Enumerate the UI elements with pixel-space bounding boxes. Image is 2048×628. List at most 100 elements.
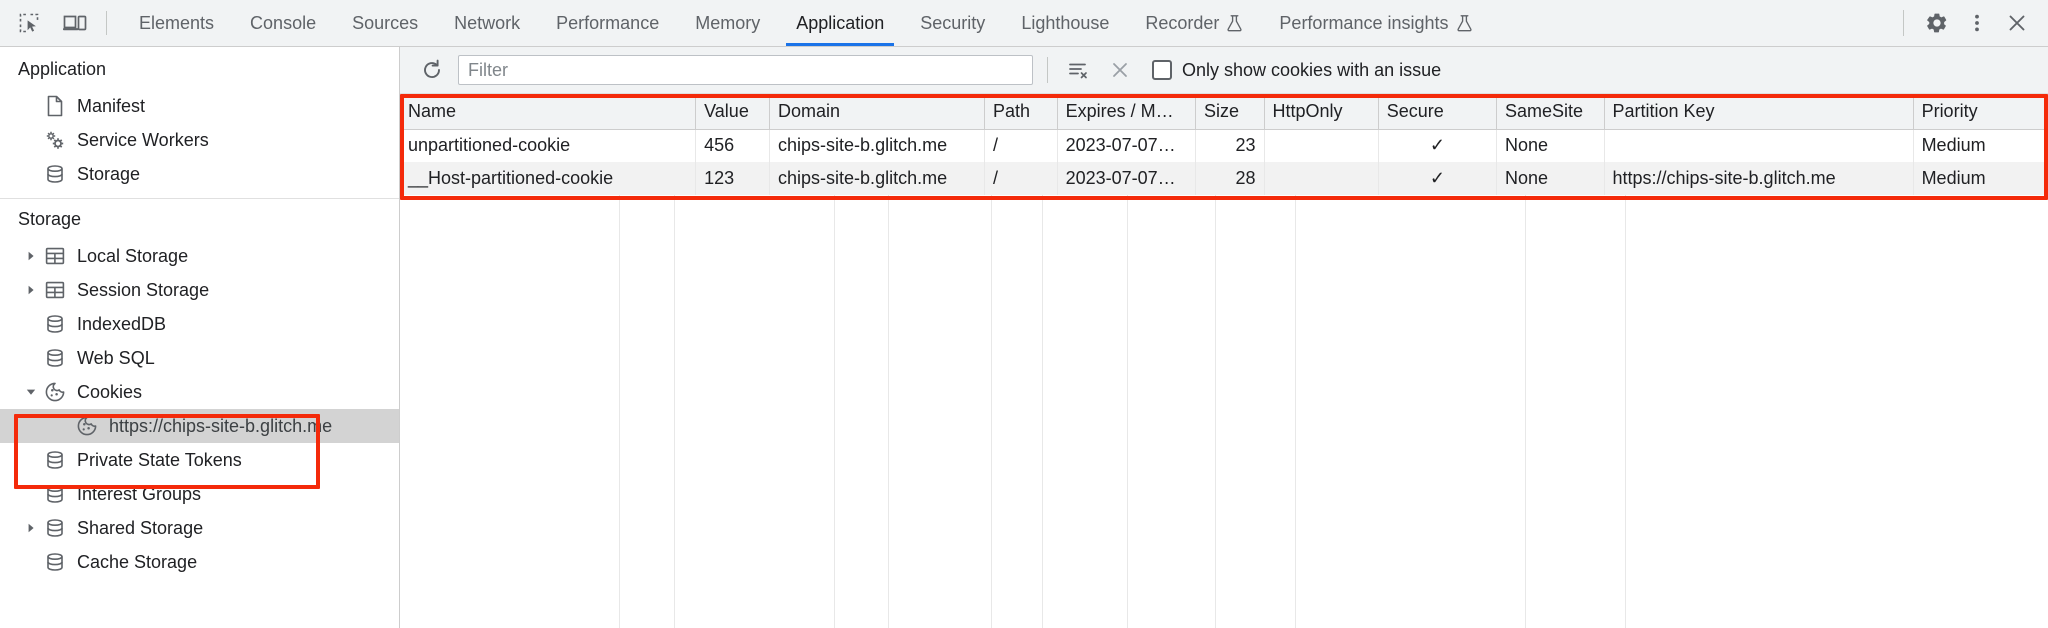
column-header-name[interactable]: Name (400, 94, 697, 130)
chevron-right-icon[interactable] (20, 522, 42, 534)
tab-network[interactable]: Network (436, 0, 538, 46)
table-icon (42, 245, 68, 267)
sidebar-item-session-storage[interactable]: Session Storage (0, 273, 399, 307)
empty-column-rule (835, 195, 889, 628)
tab-memory[interactable]: Memory (677, 0, 778, 46)
sidebar-item-interest-groups[interactable]: Interest Groups (0, 477, 399, 511)
column-header-value[interactable]: Value (695, 94, 771, 130)
column-header-samesite[interactable]: SameSite (1496, 94, 1605, 130)
cookies-toolbar: Only show cookies with an issue (400, 47, 2048, 94)
clear-list-icon[interactable] (1062, 54, 1094, 86)
sidebar-item-manifest[interactable]: Manifest (0, 89, 399, 123)
cell-httponly (1264, 162, 1379, 195)
database-icon (42, 163, 68, 185)
chevron-right-icon[interactable] (20, 284, 42, 296)
inspect-element-icon[interactable] (14, 8, 44, 38)
refresh-icon[interactable] (416, 54, 448, 86)
column-header-httponly[interactable]: HttpOnly (1264, 94, 1379, 130)
sidebar-item-https-chips-site-b-glitch-me[interactable]: https://chips-site-b.glitch.me (0, 409, 399, 443)
cell-value: 456 (695, 129, 771, 162)
settings-gear-icon[interactable] (1920, 6, 1954, 40)
sidebar-item-label: Shared Storage (77, 517, 204, 538)
sidebar-item-indexeddb[interactable]: IndexedDB (0, 307, 399, 341)
column-header-partition-key[interactable]: Partition Key (1604, 94, 1914, 130)
tab-list: Elements Console Sources Network Performance… (121, 0, 1491, 46)
cell-secure: ✓ (1378, 129, 1498, 162)
sidebar-item-label: Cache Storage (77, 551, 198, 572)
sidebar-item-label: Local Storage (77, 245, 189, 266)
tab-console[interactable]: Console (232, 0, 334, 46)
only-show-issues-checkbox[interactable]: Only show cookies with an issue (1152, 60, 1441, 81)
cell-partitionkey: https://chips-site-b.glitch.me (1604, 162, 1914, 195)
cell-priority: Medium (1913, 162, 2048, 195)
chevron-right-icon[interactable] (20, 250, 42, 262)
tab-security[interactable]: Security (902, 0, 1003, 46)
column-header-domain[interactable]: Domain (769, 94, 986, 130)
sidebar-item-storage[interactable]: Storage (0, 157, 399, 191)
cell-value: 123 (695, 162, 771, 195)
more-options-icon[interactable] (1960, 6, 1994, 40)
cell-samesite: None (1496, 129, 1605, 162)
empty-column-rule (992, 195, 1043, 628)
cookie-icon (42, 381, 68, 403)
toolbar-divider (1047, 57, 1048, 83)
tabbar-divider (106, 11, 107, 35)
cell-name: unpartitioned-cookie (400, 129, 697, 162)
tab-lighthouse[interactable]: Lighthouse (1003, 0, 1127, 46)
tab-sources[interactable]: Sources (334, 0, 436, 46)
experimental-flask-icon (1456, 14, 1473, 32)
sidebar-item-service-workers[interactable]: Service Workers (0, 123, 399, 157)
filter-input[interactable] (458, 55, 1033, 85)
tab-performance[interactable]: Performance (538, 0, 677, 46)
sidebar-item-label: https://chips-site-b.glitch.me (109, 415, 333, 436)
column-header-path[interactable]: Path (984, 94, 1058, 130)
cell-size: 28 (1195, 162, 1265, 195)
tab-label: Lighthouse (1021, 12, 1110, 33)
only-show-issues-label: Only show cookies with an issue (1182, 59, 1442, 80)
chevron-down-icon[interactable] (20, 386, 42, 398)
clear-cookies-icon[interactable] (1104, 54, 1136, 86)
sidebar-item-web-sql[interactable]: Web SQL (0, 341, 399, 375)
sidebar-item-label: IndexedDB (77, 313, 167, 334)
checkbox-box (1152, 60, 1172, 80)
cell-path: / (984, 129, 1058, 162)
device-toolbar-icon[interactable] (60, 8, 90, 38)
column-header-size[interactable]: Size (1195, 94, 1265, 130)
tab-label: Application (796, 12, 885, 33)
sidebar-item-shared-storage[interactable]: Shared Storage (0, 511, 399, 545)
cell-secure: ✓ (1378, 162, 1498, 195)
tab-elements[interactable]: Elements (121, 0, 232, 46)
tab-label: Memory (695, 12, 761, 33)
tab-label: Recorder (1145, 12, 1220, 33)
close-icon[interactable] (2000, 6, 2034, 40)
tab-recorder[interactable]: Recorder (1127, 0, 1261, 46)
column-header-secure[interactable]: Secure (1378, 94, 1498, 130)
sidebar-item-cookies[interactable]: Cookies (0, 375, 399, 409)
column-header-priority[interactable]: Priority (1913, 94, 2048, 130)
cell-httponly (1264, 129, 1379, 162)
tab-performance-insights[interactable]: Performance insights (1261, 0, 1490, 46)
tab-label: Network (454, 12, 521, 33)
tab-label: Performance insights (1279, 12, 1449, 33)
sidebar-item-local-storage[interactable]: Local Storage (0, 239, 399, 273)
column-header-expires-m[interactable]: Expires / M… (1057, 94, 1197, 130)
empty-column-rule (1526, 195, 1626, 628)
sidebar-item-label: Storage (77, 163, 141, 184)
sidebar-item-label: Interest Groups (77, 483, 202, 504)
tab-label: Sources (352, 12, 419, 33)
sidebar-item-label: Service Workers (77, 129, 209, 150)
cell-expires: 2023-07-07… (1057, 129, 1197, 162)
empty-column-rule (400, 195, 620, 628)
sidebar-item-label: Session Storage (77, 279, 210, 300)
tab-label: Security (920, 12, 986, 33)
sidebar-item-cache-storage[interactable]: Cache Storage (0, 545, 399, 579)
sidebar-item-private-state-tokens[interactable]: Private State Tokens (0, 443, 399, 477)
tab-application[interactable]: Application (778, 0, 902, 46)
tab-label: Console (250, 12, 317, 33)
